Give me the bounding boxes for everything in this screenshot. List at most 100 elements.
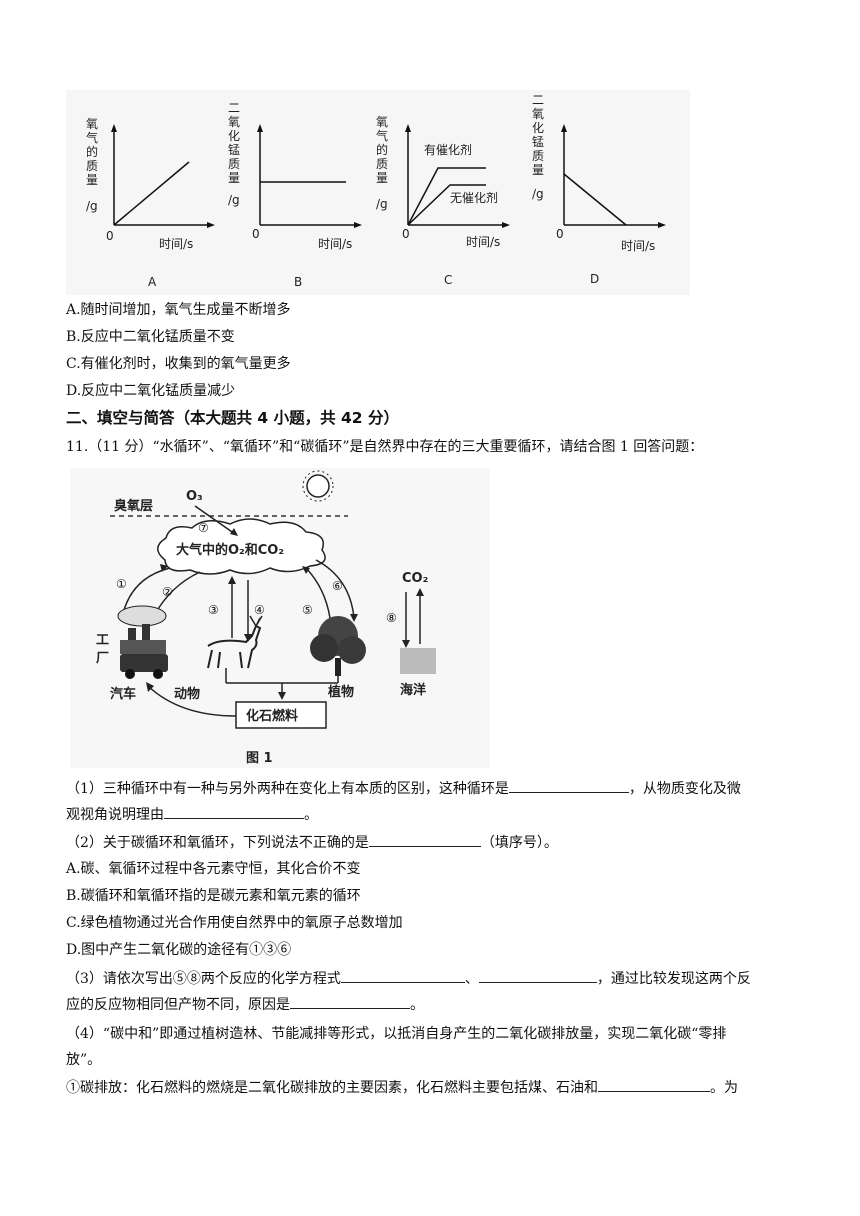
graph-b: 二 氧 化 锰 质 量 /g 0 时间/s B — [228, 101, 362, 289]
q11-part1: （1）三种循环中有一种与另外两种在变化上有本质的区别，这种循环是 ，从物质变化及微… — [66, 776, 794, 828]
graph-a-caption: A — [148, 275, 157, 289]
co2-label: CO₂ — [402, 571, 428, 586]
figure-caption: 图 1 — [246, 751, 273, 766]
graph-c-xlabel: 时间/s — [466, 235, 500, 249]
cycle-figure: 臭氧层 O₃ 大气中的O₂和CO₂ ⑦ ① ② ③ — [70, 468, 490, 768]
graph-c-ylabel-4: 量 — [376, 171, 388, 185]
q11-part3: （3）请依次写出⑤⑧两个反应的化学方程式 、 ，通过比较发现这两个反 应的反应物相同… — [66, 966, 794, 1018]
q11-part4: （4）“碳中和”即通过植树造林、节能减排等形式，以抵消自身产生的二氧化碳排放量，… — [66, 1021, 794, 1073]
graph-c-curve-no-catalyst — [407, 184, 486, 226]
num-3: ③ — [208, 603, 219, 617]
graph-c: 氧 气 的 质 量 /g 有催化剂 无催化剂 0 时间/s C — [376, 115, 510, 287]
graph-b-origin: 0 — [252, 227, 260, 241]
option-a: A.随时间增加，氧气生成量不断增多 — [66, 302, 291, 318]
num-8: ⑧ — [386, 611, 397, 625]
q3-text-d: 。 — [410, 997, 424, 1013]
graph-d-ylabel-6: /g — [532, 187, 544, 201]
fossil-box — [235, 701, 327, 729]
graph-d-ylabel-1: 氧 — [532, 107, 544, 121]
o3-label: O₃ — [186, 489, 203, 504]
graph-c-ylabel-2: 的 — [376, 142, 388, 157]
q3-text-a: （3）请依次写出⑤⑧两个反应的化学方程式 — [66, 971, 341, 987]
graph-b-ylabel-6: /g — [228, 193, 240, 207]
q11-intro: 11.（11 分）“水循环”、“氧循环”和“碳循环”是自然界中存在的三大重要循环… — [66, 439, 704, 455]
graph-a-curve — [113, 161, 190, 226]
q3-blank-1[interactable] — [340, 966, 465, 983]
q3-text-c: 应的反应物相同但产物不同，原因是 — [66, 997, 290, 1013]
q11-part4-1: ①碳排放：化石燃料的燃烧是二氧化碳排放的主要因素，化石燃料主要包括煤、石油和。为 — [66, 1075, 794, 1101]
num-2: ② — [162, 585, 173, 599]
ocean-swatch — [400, 648, 436, 674]
graph-d-caption: D — [590, 272, 599, 286]
graph-c-curve-catalyst — [407, 167, 486, 226]
q3-blank-2[interactable] — [478, 966, 597, 983]
graph-c-origin: 0 — [402, 227, 410, 241]
num-7: ⑦ — [198, 521, 209, 535]
graph-a-ylabel-0: 氧 — [86, 117, 98, 131]
graph-d-ylabel-0: 二 — [532, 93, 544, 107]
q11-part2: （2）关于碳循环和氧循环，下列说法不正确的是 （填序号）。 — [66, 830, 794, 856]
cycle-svg: 臭氧层 O₃ 大气中的O₂和CO₂ ⑦ ① ② ③ — [96, 470, 436, 766]
graph-d-ylabel-4: 质 — [532, 149, 544, 163]
graph-c-ylabel-5: /g — [376, 197, 388, 211]
factory-label-1: 工 — [96, 633, 109, 648]
atmosphere-label: 大气中的O₂和CO₂ — [176, 542, 284, 558]
graph-b-ylabel-3: 锰 — [228, 142, 240, 157]
ozone-label: 臭氧层 — [114, 498, 153, 514]
q1-blank-2[interactable] — [164, 802, 304, 819]
graph-b-ylabel-2: 化 — [228, 129, 240, 143]
graph-d-xlabel: 时间/s — [621, 239, 655, 253]
graph-a-ylabel-1: 气 — [86, 130, 98, 145]
graph-a-origin: 0 — [106, 229, 114, 243]
animal-label: 动物 — [174, 686, 200, 702]
q4-1-blank[interactable] — [598, 1075, 710, 1092]
q1-text-b: ，从物质变化及微 — [628, 781, 741, 797]
q4-text-a: （4）“碳中和”即通过植树造林、节能减排等形式，以抵消自身产生的二氧化碳排放量，… — [66, 1026, 727, 1042]
option-d: D.反应中二氧化锰质量减少 — [66, 383, 236, 399]
q4-1-text-b: 。为 — [710, 1080, 738, 1096]
graph-c-ylabel-0: 氧 — [376, 115, 388, 129]
graph-a-yarrow — [111, 124, 117, 132]
graph-c-ylabel-1: 气 — [376, 128, 388, 143]
graph-c-caption: C — [444, 273, 452, 287]
fossil-label: 化石燃料 — [246, 708, 298, 724]
q2-text-b: （填序号）。 — [480, 835, 558, 851]
q2-text-a: （2）关于碳循环和氧循环，下列说法不正确的是 — [66, 835, 369, 851]
graph-d-ylabel-2: 化 — [532, 121, 544, 135]
atmosphere-cloud — [157, 518, 326, 575]
q1-text-a: （1）三种循环中有一种与另外两种在变化上有本质的区别，这种循环是 — [66, 781, 509, 797]
graph-a: 氧 气 的 质 量 /g 0 时间/s A — [86, 117, 215, 289]
q2-option-c: C.绿色植物通过光合作用使自然界中的氧原子总数增加 — [66, 915, 403, 931]
q2-option-d: D.图中产生二氧化碳的途径有①③⑥ — [66, 942, 292, 958]
car-icon — [120, 654, 168, 679]
num-5: ⑤ — [302, 603, 313, 617]
q2-option-b: B.碳循环和氧循环指的是碳元素和氧元素的循环 — [66, 888, 361, 904]
graph-d: 二 氧 化 锰 质 量 /g 0 时间/s D — [532, 93, 666, 286]
graph-b-xlabel: 时间/s — [318, 237, 352, 251]
graph-b-ylabel-0: 二 — [228, 101, 240, 115]
graph-d-ylabel-5: 量 — [532, 163, 544, 177]
graph-c-ylabel-3: 质 — [376, 157, 388, 171]
graph-a-xarrow — [207, 222, 215, 228]
tree-icon — [310, 616, 366, 676]
num-4: ④ — [254, 603, 265, 617]
q2-option-a: A.碳、氧循环过程中各元素守恒，其化合价不变 — [66, 861, 361, 877]
plant-label: 植物 — [327, 684, 354, 700]
graph-a-ylabel-2: 的 — [86, 144, 98, 159]
graphs-svg: 氧 气 的 质 量 /g 0 时间/s A 二 氧 化 锰 — [86, 93, 666, 289]
q3-blank-3[interactable] — [290, 992, 410, 1009]
q3-text-b: ，通过比较发现这两个反 — [596, 971, 751, 987]
q1-text-c: 观视角说明理由 — [66, 807, 164, 823]
section-title: 二、填空与简答（本大题共 4 小题，共 42 分） — [66, 409, 399, 427]
graph-a-xlabel: 时间/s — [159, 237, 193, 251]
ocean-label: 海洋 — [400, 682, 426, 698]
q2-blank[interactable] — [368, 830, 481, 847]
graph-d-origin: 0 — [556, 227, 564, 241]
graph-c-label-no-catalyst: 无催化剂 — [450, 190, 498, 205]
graph-b-caption: B — [294, 275, 302, 289]
q1-blank-1[interactable] — [508, 776, 629, 793]
sun-icon — [302, 470, 334, 502]
q3-sep: 、 — [464, 971, 479, 987]
car-label: 汽车 — [110, 686, 136, 702]
